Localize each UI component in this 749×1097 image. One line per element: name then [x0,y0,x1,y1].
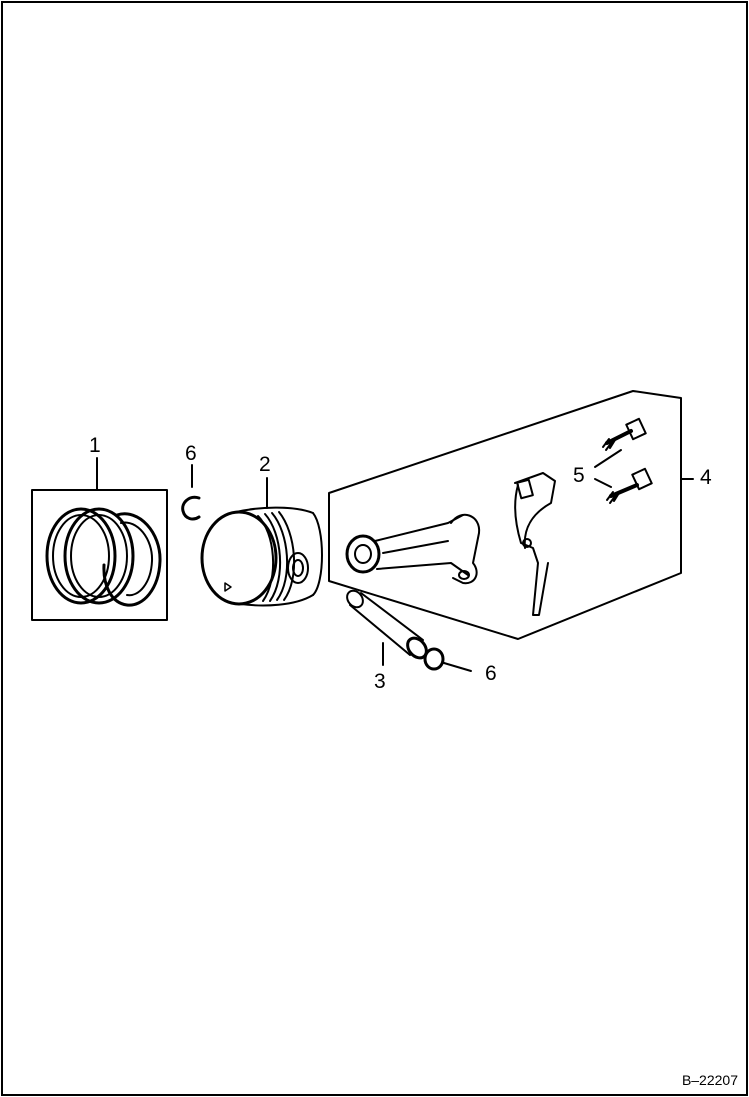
callout-piston-pin: 3 [374,670,386,693]
connecting-rod-assembly-drawing [328,390,694,640]
piston-pin-clip-lower-drawing [423,647,472,672]
rod-bolts-drawing [594,417,653,504]
callout-clip-lower: 6 [485,662,497,685]
callout-connecting-rod-assembly: 4 [700,466,712,489]
piston-drawing [200,477,323,607]
callout-piston-rings: 1 [89,434,101,457]
callout-clip-upper: 6 [185,442,197,465]
callout-piston: 2 [259,453,271,476]
callout-rod-bolts: 5 [573,464,585,487]
piston-pin-clip-upper-drawing [181,464,201,521]
piston-rings-drawing [31,457,168,621]
figure-id-label: B–22207 [681,1072,738,1088]
exploded-parts-drawing [31,390,694,672]
